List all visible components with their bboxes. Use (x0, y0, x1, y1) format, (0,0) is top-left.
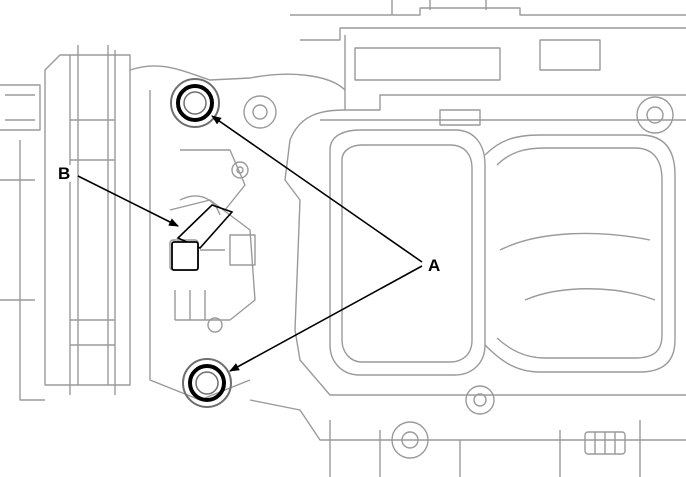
leader-b (77, 175, 179, 227)
gasket-upper (170, 78, 220, 128)
leader-a-lower (229, 265, 423, 372)
callout-label-a: A (426, 256, 443, 275)
gasket-lower (182, 358, 232, 408)
leader-lines (77, 115, 423, 372)
callout-label-b: B (56, 164, 73, 183)
leader-a-upper (211, 115, 423, 263)
part-b-connector (171, 204, 234, 271)
